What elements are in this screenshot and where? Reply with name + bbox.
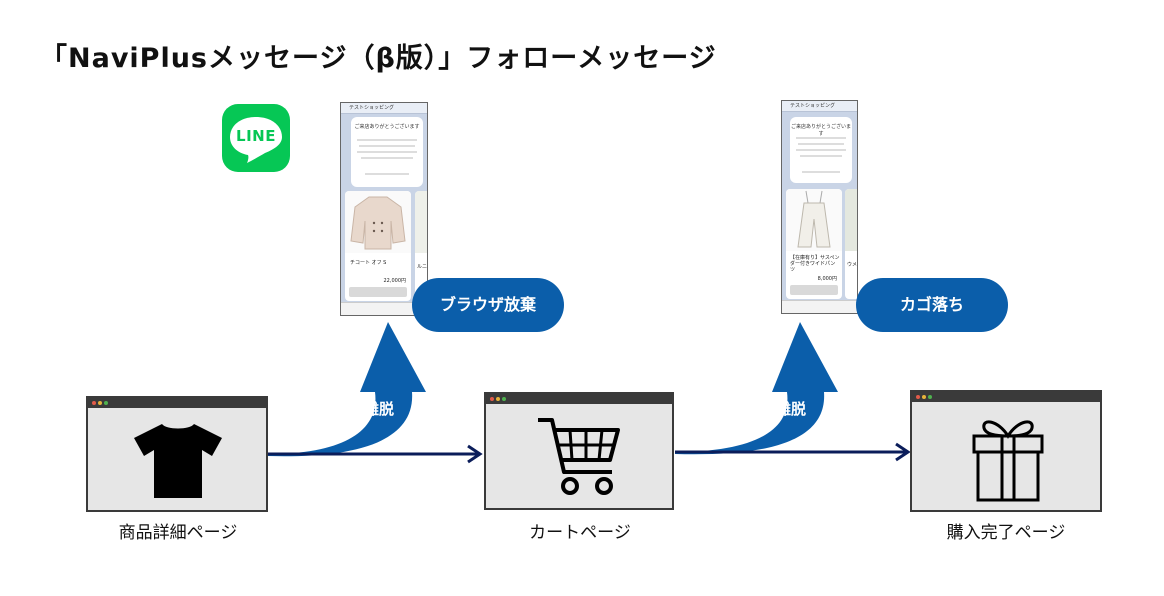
browser-window-cart bbox=[484, 392, 674, 510]
product-price: 22,000円 bbox=[383, 278, 407, 284]
line-message-screenshot-2: テストショッピング ご来店ありがとうございます 【在庫有り】サスペンダー付きワイ… bbox=[781, 100, 858, 314]
product-name: 【在庫有り】サスペンダー付きワイドパンツ bbox=[790, 255, 840, 273]
trigger-pill-cart-abandon: カゴ落ち bbox=[856, 278, 1008, 332]
line-logo-text: LINE bbox=[236, 127, 276, 145]
product-name: チコート オフ S bbox=[350, 260, 387, 266]
product-card-2: ウメ bbox=[845, 189, 857, 299]
greeting-bubble: ご来店ありがとうございます bbox=[790, 117, 852, 183]
browser-window-product bbox=[86, 396, 268, 512]
product-card-2: ルニ bbox=[415, 191, 427, 301]
line-logo-icon: LINE bbox=[222, 104, 290, 172]
flow-arrowhead-1 bbox=[467, 444, 483, 464]
exit-label-1: 離脱 bbox=[364, 400, 395, 418]
exit-arrow-2 bbox=[675, 322, 838, 455]
product-card: 【在庫有り】サスペンダー付きワイドパンツ 8,000円 bbox=[786, 189, 842, 299]
product-button[interactable] bbox=[349, 287, 407, 297]
product-button[interactable] bbox=[790, 285, 838, 295]
trigger-pill-browser-abandon: ブラウザ放棄 bbox=[412, 278, 564, 332]
browser-window-complete bbox=[910, 390, 1102, 512]
shopping-cart-icon bbox=[538, 418, 620, 495]
exit-arrow-1 bbox=[268, 322, 426, 457]
tshirt-icon bbox=[134, 424, 222, 498]
page-label-cart: カートページ bbox=[529, 523, 631, 543]
coat-image bbox=[345, 191, 411, 253]
page-label-product: 商品詳細ページ bbox=[118, 523, 238, 543]
diagram-title: 「NaviPlusメッセージ（β版）」フォローメッセージ bbox=[40, 43, 717, 74]
page-label-complete: 購入完了ページ bbox=[946, 523, 1066, 543]
product-card: チコート オフ S 22,000円 bbox=[345, 191, 411, 301]
chat-header: テストショッピング bbox=[349, 105, 395, 111]
exit-label-2: 離脱 bbox=[776, 400, 807, 418]
chat-header: テストショッピング bbox=[790, 103, 836, 109]
flow-arrowhead-2 bbox=[895, 442, 911, 462]
greeting-bubble: ご来店ありがとうございます bbox=[351, 117, 423, 187]
product-price: 8,000円 bbox=[817, 276, 837, 282]
line-message-screenshot-1: テストショッピング ご来店ありがとうございます チコート オフ S 22,000… bbox=[340, 102, 428, 316]
pants-image bbox=[786, 189, 842, 251]
gift-icon bbox=[972, 420, 1044, 502]
